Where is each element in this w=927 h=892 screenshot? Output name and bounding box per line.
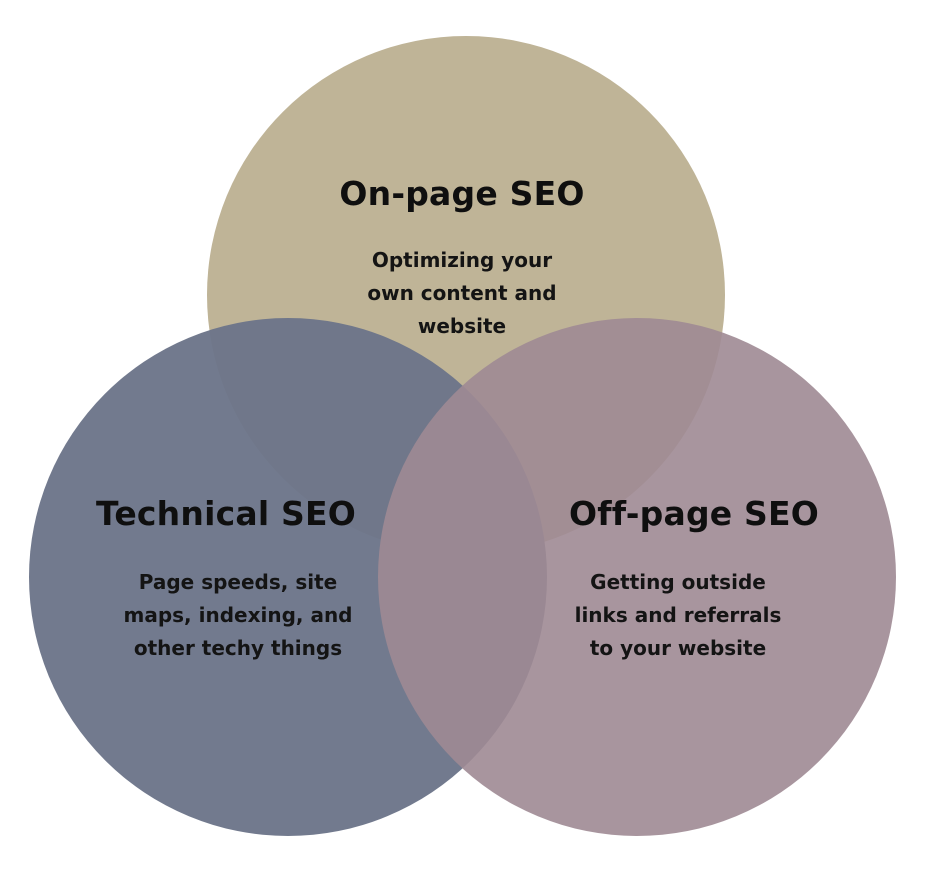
technical-seo-title: Technical SEO xyxy=(96,494,356,533)
on-page-seo-description-line: Optimizing your xyxy=(371,248,553,272)
off-page-seo-description-line: to your website xyxy=(589,636,767,660)
technical-seo-description-line: maps, indexing, and xyxy=(123,603,353,627)
on-page-seo-description-line: own content and xyxy=(367,281,557,305)
off-page-seo-description-line: links and referrals xyxy=(574,603,782,627)
technical-seo-description: Page speeds, site maps, indexing, and ot… xyxy=(100,566,376,665)
off-page-seo-description: Getting outside links and referrals to y… xyxy=(540,566,816,665)
on-page-seo-description-line: website xyxy=(417,314,507,338)
technical-seo-description-line: other techy things xyxy=(133,636,343,660)
off-page-seo-title: Off-page SEO xyxy=(568,494,820,533)
off-page-seo-circle xyxy=(378,318,896,836)
technical-seo-description-line: Page speeds, site xyxy=(138,570,338,594)
on-page-seo-description: Optimizing your own content and website xyxy=(302,244,622,343)
off-page-seo-description-line: Getting outside xyxy=(590,570,766,594)
on-page-seo-title: On-page SEO xyxy=(339,174,585,213)
